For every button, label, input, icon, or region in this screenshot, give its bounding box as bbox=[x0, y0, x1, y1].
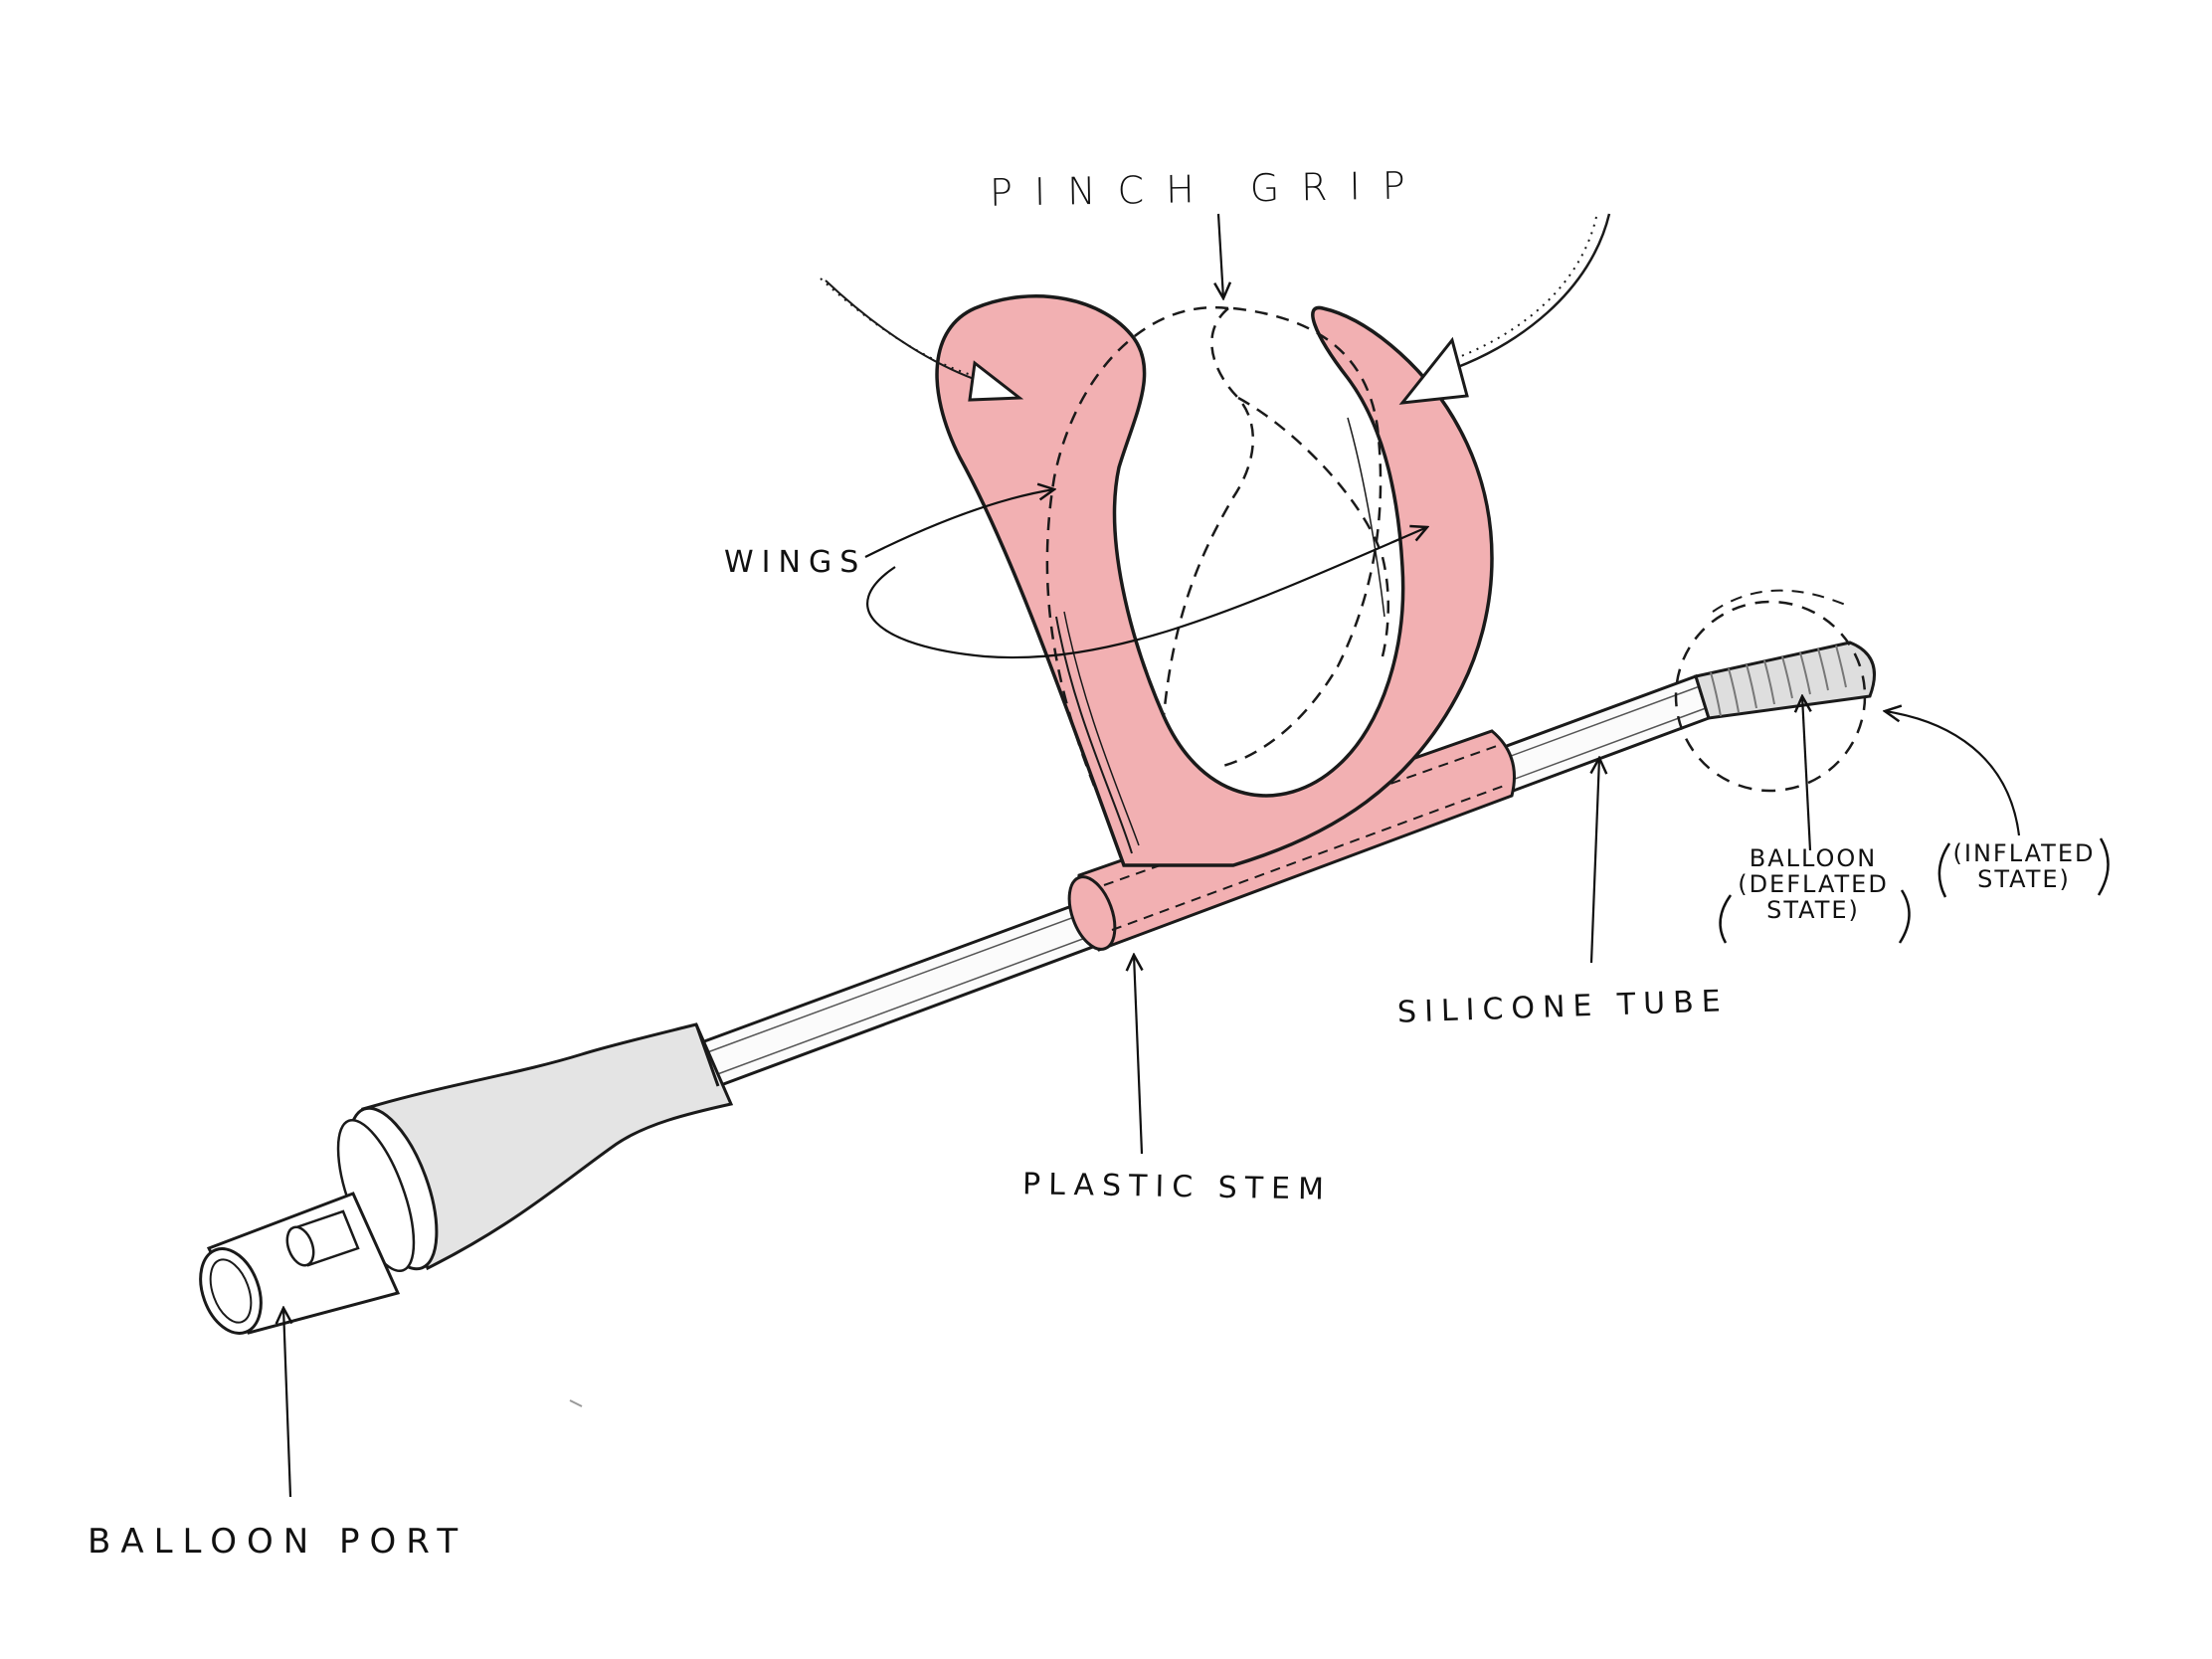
wings-leader-loop bbox=[866, 527, 1427, 659]
left-pinch-arrow bbox=[820, 277, 1024, 402]
inflated-state-leader bbox=[1885, 711, 2021, 836]
label-plastic-stem: PLASTIC STEM bbox=[1021, 1167, 1333, 1207]
label-inflated-line1: (INFLATED bbox=[1952, 839, 2096, 867]
plastic-stem-leader bbox=[1134, 955, 1142, 1155]
label-inflated-line2: STATE) bbox=[1977, 865, 2071, 893]
balloon-port-leader bbox=[283, 1308, 290, 1498]
inflated-balloon-outline bbox=[1674, 589, 1867, 793]
wings bbox=[935, 294, 1494, 867]
pinched-wings-outline bbox=[1045, 305, 1389, 787]
label-wings: WINGS bbox=[724, 545, 867, 580]
right-pinch-arrow bbox=[1398, 213, 1611, 405]
stray-mark bbox=[569, 1399, 583, 1407]
pinch-grip-leader bbox=[1218, 213, 1223, 298]
silicone-tube-leader bbox=[1591, 758, 1599, 964]
label-pinch-grip: PINCH GRIP bbox=[989, 163, 1428, 215]
label-balloon-deflated-line2: (DEFLATED bbox=[1738, 870, 1889, 898]
label-brackets bbox=[1719, 837, 2110, 944]
label-inflated-state: (INFLATED STATE) bbox=[1939, 840, 2109, 892]
label-balloon-deflated: BALLOON (DEFLATED STATE) bbox=[1719, 845, 1908, 923]
balloon-deflated-leader bbox=[1802, 696, 1810, 851]
label-balloon-deflated-line1: BALLOON bbox=[1749, 844, 1878, 872]
label-balloon-port: BALLOON PORT bbox=[88, 1522, 468, 1562]
label-balloon-deflated-line3: STATE) bbox=[1766, 896, 1860, 924]
balloon-tip bbox=[1694, 641, 1876, 720]
wings-leader bbox=[864, 489, 1054, 558]
leader-lines bbox=[283, 213, 2021, 1498]
balloon-port bbox=[199, 1022, 734, 1335]
